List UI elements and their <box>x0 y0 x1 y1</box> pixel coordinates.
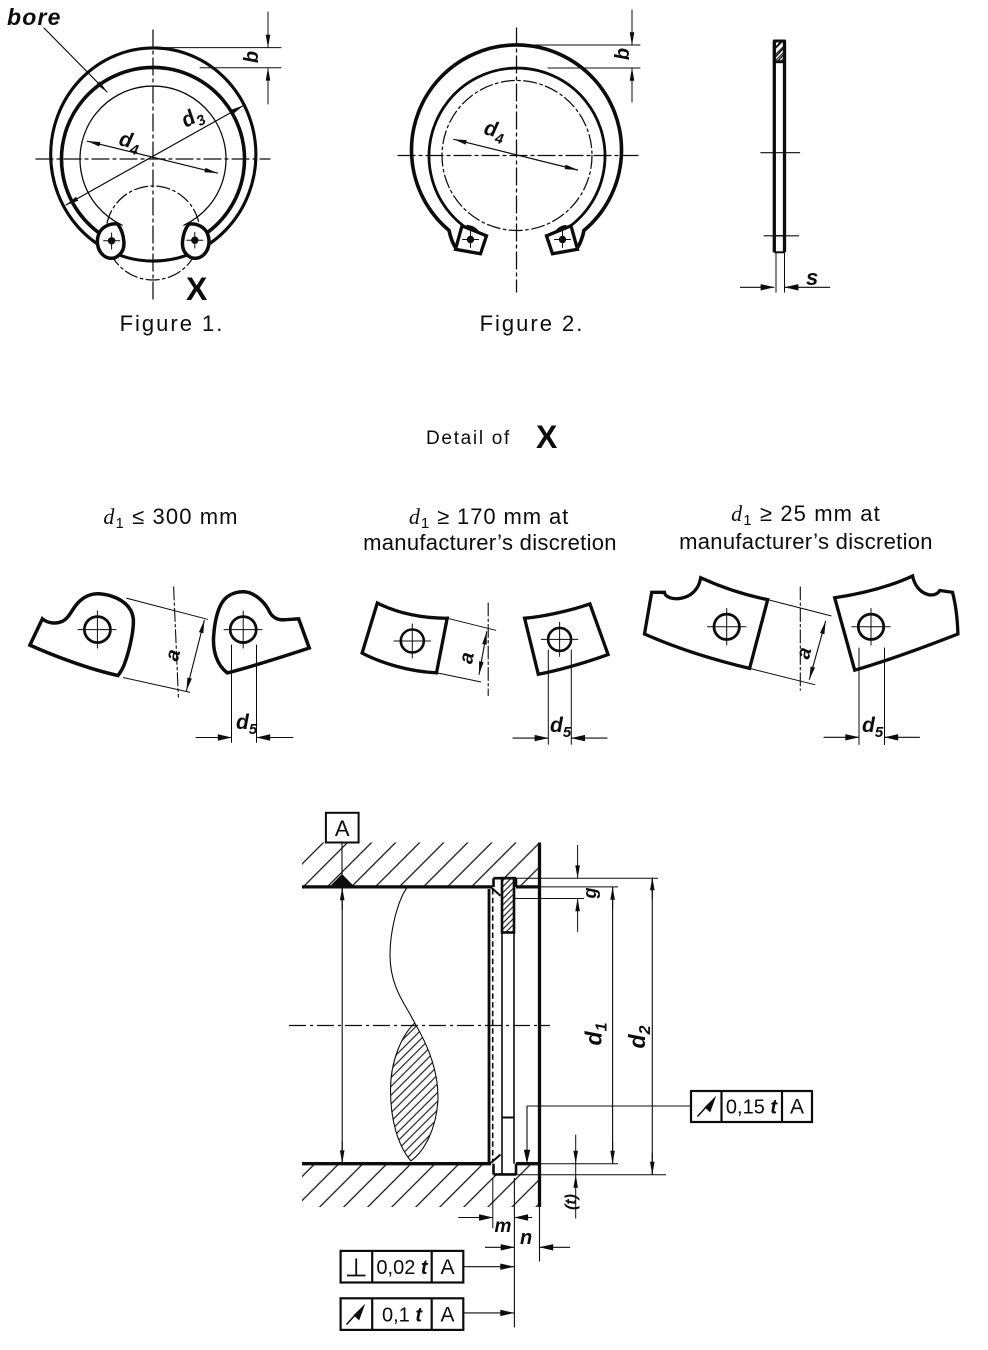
svg-text:Figure 1.: Figure 1. <box>120 311 225 336</box>
svg-text:manufacturer’s discretion: manufacturer’s discretion <box>363 530 617 555</box>
svg-text:d1 ≥ 25 mm at: d1 ≥ 25 mm at <box>731 501 881 529</box>
svg-text:d2: d2 <box>624 1025 654 1048</box>
svg-text:b: b <box>612 48 634 60</box>
svg-text:(t): (t) <box>563 1194 580 1210</box>
svg-text:A: A <box>440 1304 454 1327</box>
svg-text:d4: d4 <box>116 127 143 159</box>
svg-text:n: n <box>520 1227 532 1249</box>
svg-text:X: X <box>186 271 208 307</box>
svg-text:m: m <box>495 1216 512 1237</box>
svg-text:0,15 t: 0,15 t <box>726 1097 778 1119</box>
svg-text:Detail of: Detail of <box>426 428 511 449</box>
svg-text:bore: bore <box>7 4 62 30</box>
svg-text:A: A <box>790 1096 804 1119</box>
svg-text:A: A <box>335 816 350 841</box>
svg-text:Figure 2.: Figure 2. <box>480 311 585 336</box>
svg-text:d1 ≥ 170 mm at: d1 ≥ 170 mm at <box>409 504 569 532</box>
svg-text:A: A <box>440 1256 454 1279</box>
svg-text:d5: d5 <box>236 711 258 738</box>
svg-text:s: s <box>806 265 818 290</box>
svg-text:b: b <box>241 51 263 63</box>
svg-text:a: a <box>161 647 185 663</box>
svg-text:0,1 t: 0,1 t <box>382 1305 423 1327</box>
svg-text:d1 ≤ 300 mm: d1 ≤ 300 mm <box>103 504 238 532</box>
svg-text:a: a <box>455 651 479 666</box>
svg-text:d1: d1 <box>581 1022 611 1045</box>
svg-text:0,02 t: 0,02 t <box>376 1257 428 1279</box>
svg-text:d5: d5 <box>550 714 572 741</box>
svg-text:d4: d4 <box>481 116 508 148</box>
svg-text:X: X <box>536 419 558 455</box>
svg-text:a: a <box>792 645 816 661</box>
svg-text:g: g <box>580 888 600 900</box>
svg-text:manufacturer’s discretion: manufacturer’s discretion <box>679 529 933 554</box>
svg-text:d5: d5 <box>862 714 884 741</box>
